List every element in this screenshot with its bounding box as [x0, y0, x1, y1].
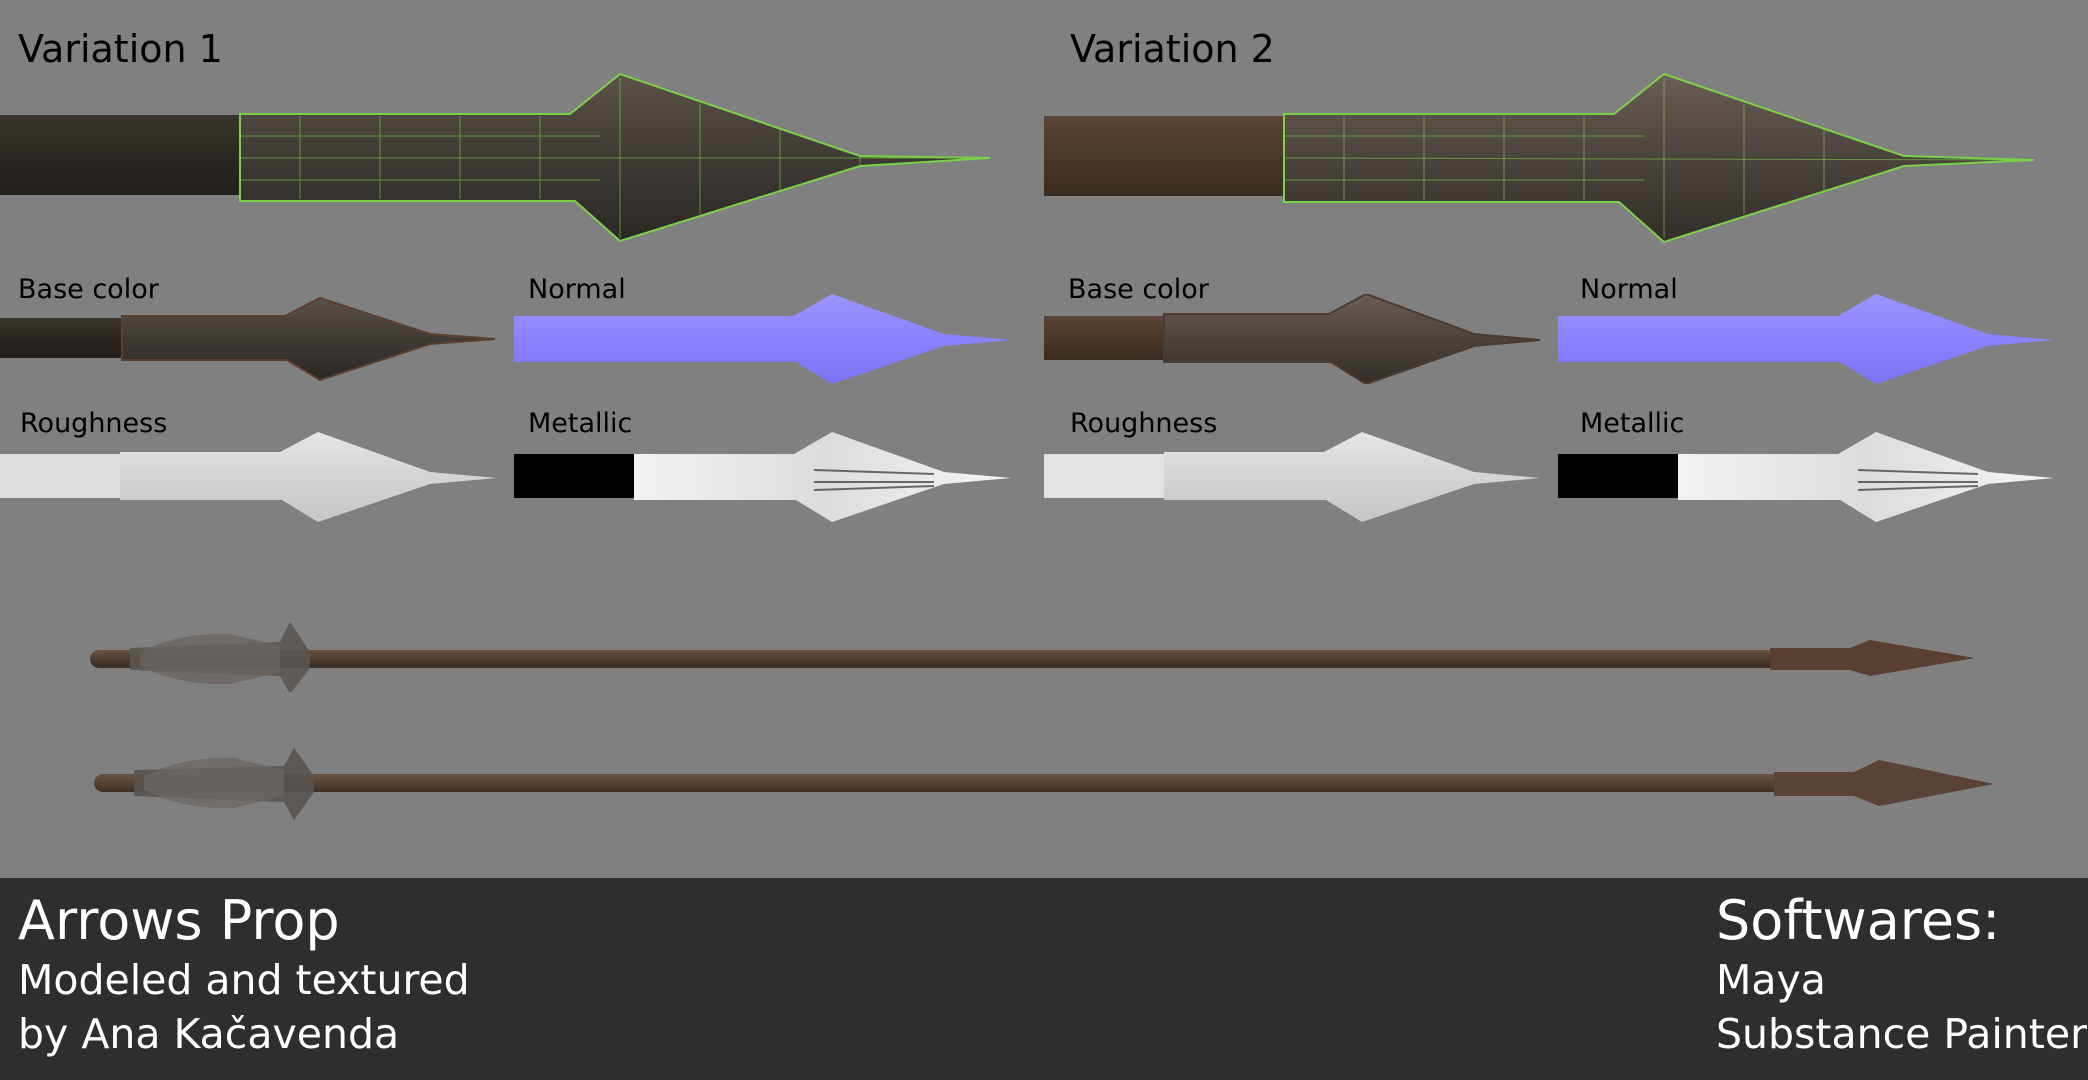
software-substance-painter: Substance Painter — [1716, 1010, 2087, 1058]
variation-2-roughness-map — [1044, 432, 1540, 522]
variation-1-roughness-map — [0, 432, 497, 522]
variation-2-title: Variation 2 — [1070, 27, 1275, 71]
variation-2-roughness-label: Roughness — [1070, 408, 1218, 439]
showcase-canvas: Variation 1 Base color Normal Roughness … — [0, 27, 2054, 820]
variation-2-normal-label: Normal — [1580, 274, 1678, 305]
arrow-full-render-1 — [90, 622, 1975, 692]
variation-2-base-color-map — [1044, 294, 1541, 384]
variation-1-metallic-label: Metallic — [528, 408, 633, 439]
variation-2-wireframe-render — [1044, 72, 2035, 244]
variation-1-base-color-label: Base color — [18, 274, 159, 305]
variation-2-metallic-map — [1558, 432, 2054, 522]
variation-1-title: Variation 1 — [18, 27, 223, 71]
credit-line-2: by Ana Kačavenda — [18, 1010, 400, 1058]
softwares-heading: Softwares: — [1716, 889, 2001, 952]
variation-1-base-color-map — [0, 296, 496, 382]
variation-1-wireframe-render — [0, 72, 991, 243]
project-title: Arrows Prop — [18, 889, 340, 952]
variation-2-metallic-label: Metallic — [1580, 408, 1685, 439]
arrow-full-render-2 — [94, 748, 1994, 820]
variation-2-normal-map — [1558, 294, 2054, 384]
software-maya: Maya — [1716, 956, 1826, 1004]
variation-1-normal-label: Normal — [528, 274, 626, 305]
variation-1-metallic-map — [514, 432, 1011, 522]
variation-2-base-color-label: Base color — [1068, 274, 1209, 305]
variation-1-normal-map — [514, 294, 1012, 384]
credits-footer: Arrows Prop Modeled and textured by Ana … — [0, 878, 2088, 1080]
credit-line-1: Modeled and textured — [18, 956, 470, 1004]
variation-1-roughness-label: Roughness — [20, 408, 168, 439]
